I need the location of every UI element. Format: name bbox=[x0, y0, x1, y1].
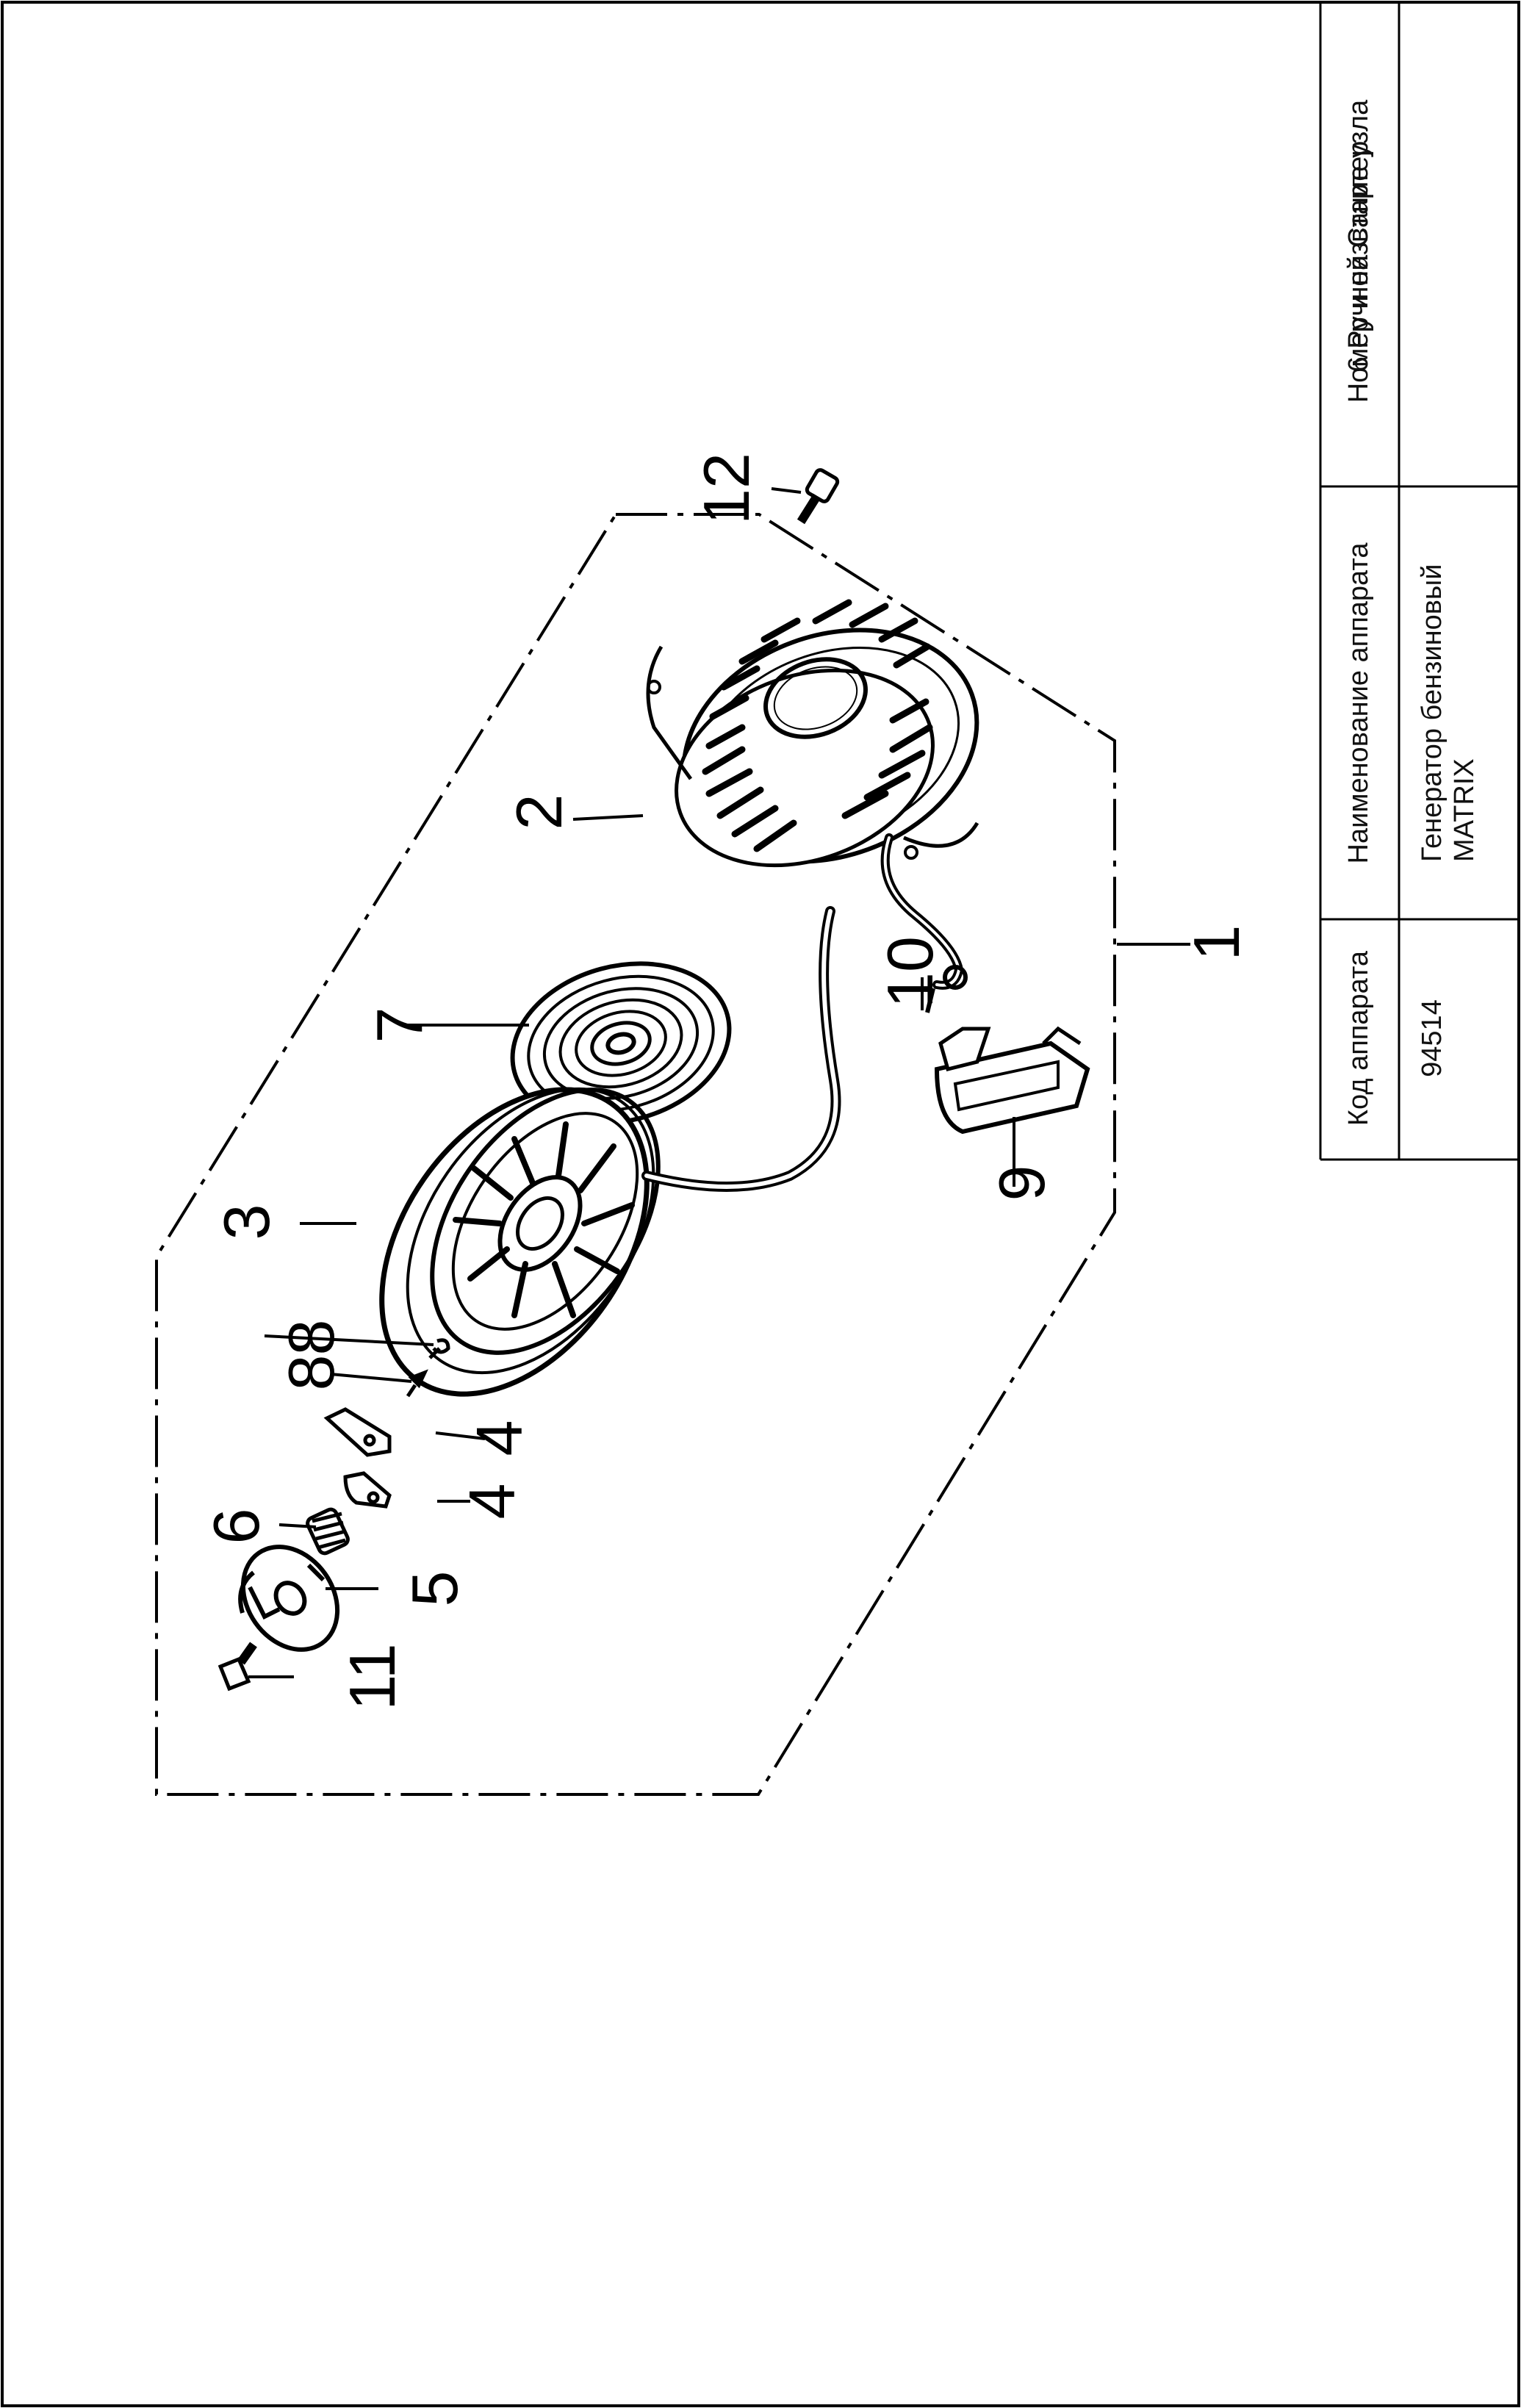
spiral-spring bbox=[510, 961, 732, 1126]
mounting-bolt bbox=[797, 468, 840, 525]
header-device-name: Наименование аппарата bbox=[1343, 542, 1374, 864]
callout-9: 9 bbox=[985, 1165, 1058, 1201]
ratchet-pawl-upper bbox=[323, 1407, 392, 1457]
value-device-name: Генератор бензиновый MATRIX bbox=[1416, 539, 1484, 862]
callout-2: 2 bbox=[503, 794, 575, 830]
callout-7: 7 bbox=[363, 1007, 436, 1043]
rope-knot bbox=[925, 965, 968, 1013]
callout-5: 5 bbox=[398, 1570, 471, 1607]
callout-1: 1 bbox=[1180, 924, 1253, 961]
compression-spring bbox=[306, 1507, 350, 1556]
callout-10: 10 bbox=[874, 936, 946, 1008]
value-device-name-line1: Генератор бензиновый bbox=[1417, 564, 1448, 862]
callout-4a: 4 bbox=[463, 1420, 536, 1456]
callout-8b: 8 bbox=[275, 1354, 348, 1391]
starter-housing bbox=[646, 599, 979, 868]
value-device-name-line2: MATRIX bbox=[1449, 758, 1480, 862]
header-code: Код аппарата bbox=[1343, 950, 1374, 1126]
title-block-grid bbox=[1319, 2, 1519, 1161]
callout-6: 6 bbox=[200, 1508, 273, 1545]
value-code: 94514 bbox=[1417, 999, 1448, 1077]
callout-3: 3 bbox=[210, 1204, 283, 1240]
pawl-spring-small bbox=[406, 1338, 450, 1398]
pulley-reel bbox=[379, 1087, 661, 1397]
assembly-boundary bbox=[155, 513, 1116, 1796]
value-unit: 6 Ручной Стартер bbox=[1343, 140, 1374, 373]
friction-plate bbox=[238, 1545, 340, 1652]
leader-lines bbox=[248, 487, 1190, 1678]
callout-11: 11 bbox=[336, 1643, 409, 1711]
center-bolt bbox=[217, 1642, 257, 1692]
pull-handle bbox=[934, 1026, 1090, 1135]
ratchet-pawl-lower bbox=[343, 1471, 392, 1509]
callout-12: 12 bbox=[690, 453, 763, 525]
starter-rope bbox=[641, 833, 964, 1192]
callout-4b: 4 bbox=[456, 1483, 528, 1520]
